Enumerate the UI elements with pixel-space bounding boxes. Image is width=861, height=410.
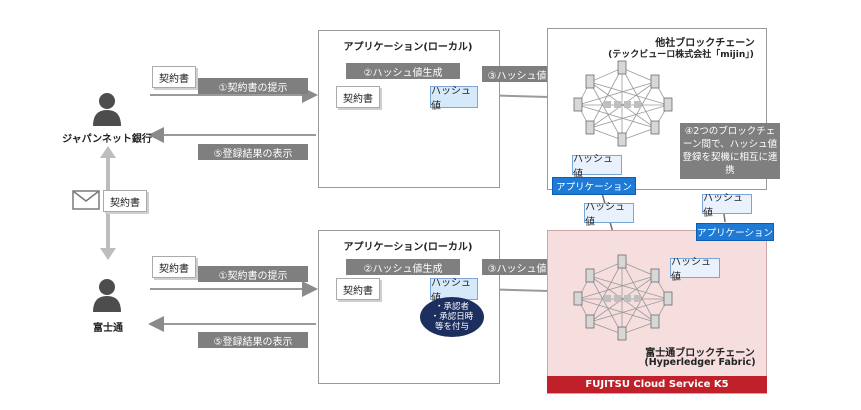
actor-bank-label: ジャパンネット銀行: [62, 134, 152, 145]
bottom-left-contract-doc: 契約書: [152, 256, 196, 278]
actor-fujitsu-label: 富士通: [93, 323, 123, 334]
bottom-chain-subtitle: (Hyperledger Fabric): [644, 357, 756, 368]
fujitsu-chain-footer: FUJITSU Cloud Service K5: [547, 376, 767, 393]
top-chain-subtitle: (テックビューロ株式会社「mijin」): [608, 50, 754, 60]
bottom-step2-label: ②ハッシュ値生成: [346, 259, 460, 275]
top-app-contract-doc: 契約書: [336, 86, 380, 108]
top-local-app-box: [318, 30, 500, 188]
step4-note: ④2つのブロックチェーン間で、ハッシュ値登録を契機に相互に連携: [680, 123, 780, 179]
bank-person-icon: [92, 92, 122, 126]
bottom-app-contract-doc: 契約書: [336, 278, 380, 300]
bottom-step1-label: ①契約書の提示: [198, 266, 308, 282]
link-hash-left: ハッシュ値: [584, 202, 634, 228]
bottom-meta-note: ・承認者 ・承認日時 等を付与: [420, 297, 484, 337]
link-hash-mid: ハッシュ値: [670, 257, 720, 283]
meta-line-approval-time: ・承認日時: [430, 312, 474, 322]
top-step2-label: ②ハッシュ値生成: [346, 63, 460, 79]
middle-contract-doc: 契約書: [103, 190, 147, 212]
bottom-chain-title: 富士通ブロックチェーン: [645, 348, 755, 359]
meta-line-approver: ・承認者: [434, 302, 469, 312]
envelope-icon: [72, 190, 100, 210]
bottom-local-app-title: アプリケーション(ローカル): [343, 242, 473, 253]
top-chain-app: アプリケーション: [552, 177, 636, 195]
fujitsu-person-icon: [92, 278, 122, 312]
top-step5-label: ⑤登録結果の表示: [198, 144, 308, 160]
meta-line-etc: 等を付与: [434, 322, 469, 332]
top-chain-hash: ハッシュ値: [572, 154, 622, 180]
link-hash-right: ハッシュ値: [702, 193, 752, 219]
bottom-chain-app: アプリケーション: [696, 223, 774, 241]
top-left-contract-doc: 契約書: [152, 66, 196, 88]
top-step1-label: ①契約書の提示: [198, 78, 308, 94]
fujitsu-chain-box: [547, 230, 767, 394]
top-app-hash: ハッシュ値: [430, 86, 478, 112]
top-local-app-title: アプリケーション(ローカル): [343, 42, 473, 53]
top-chain-title: 他社ブロックチェーン: [655, 38, 755, 49]
bottom-step5-label: ⑤登録結果の表示: [198, 332, 308, 348]
